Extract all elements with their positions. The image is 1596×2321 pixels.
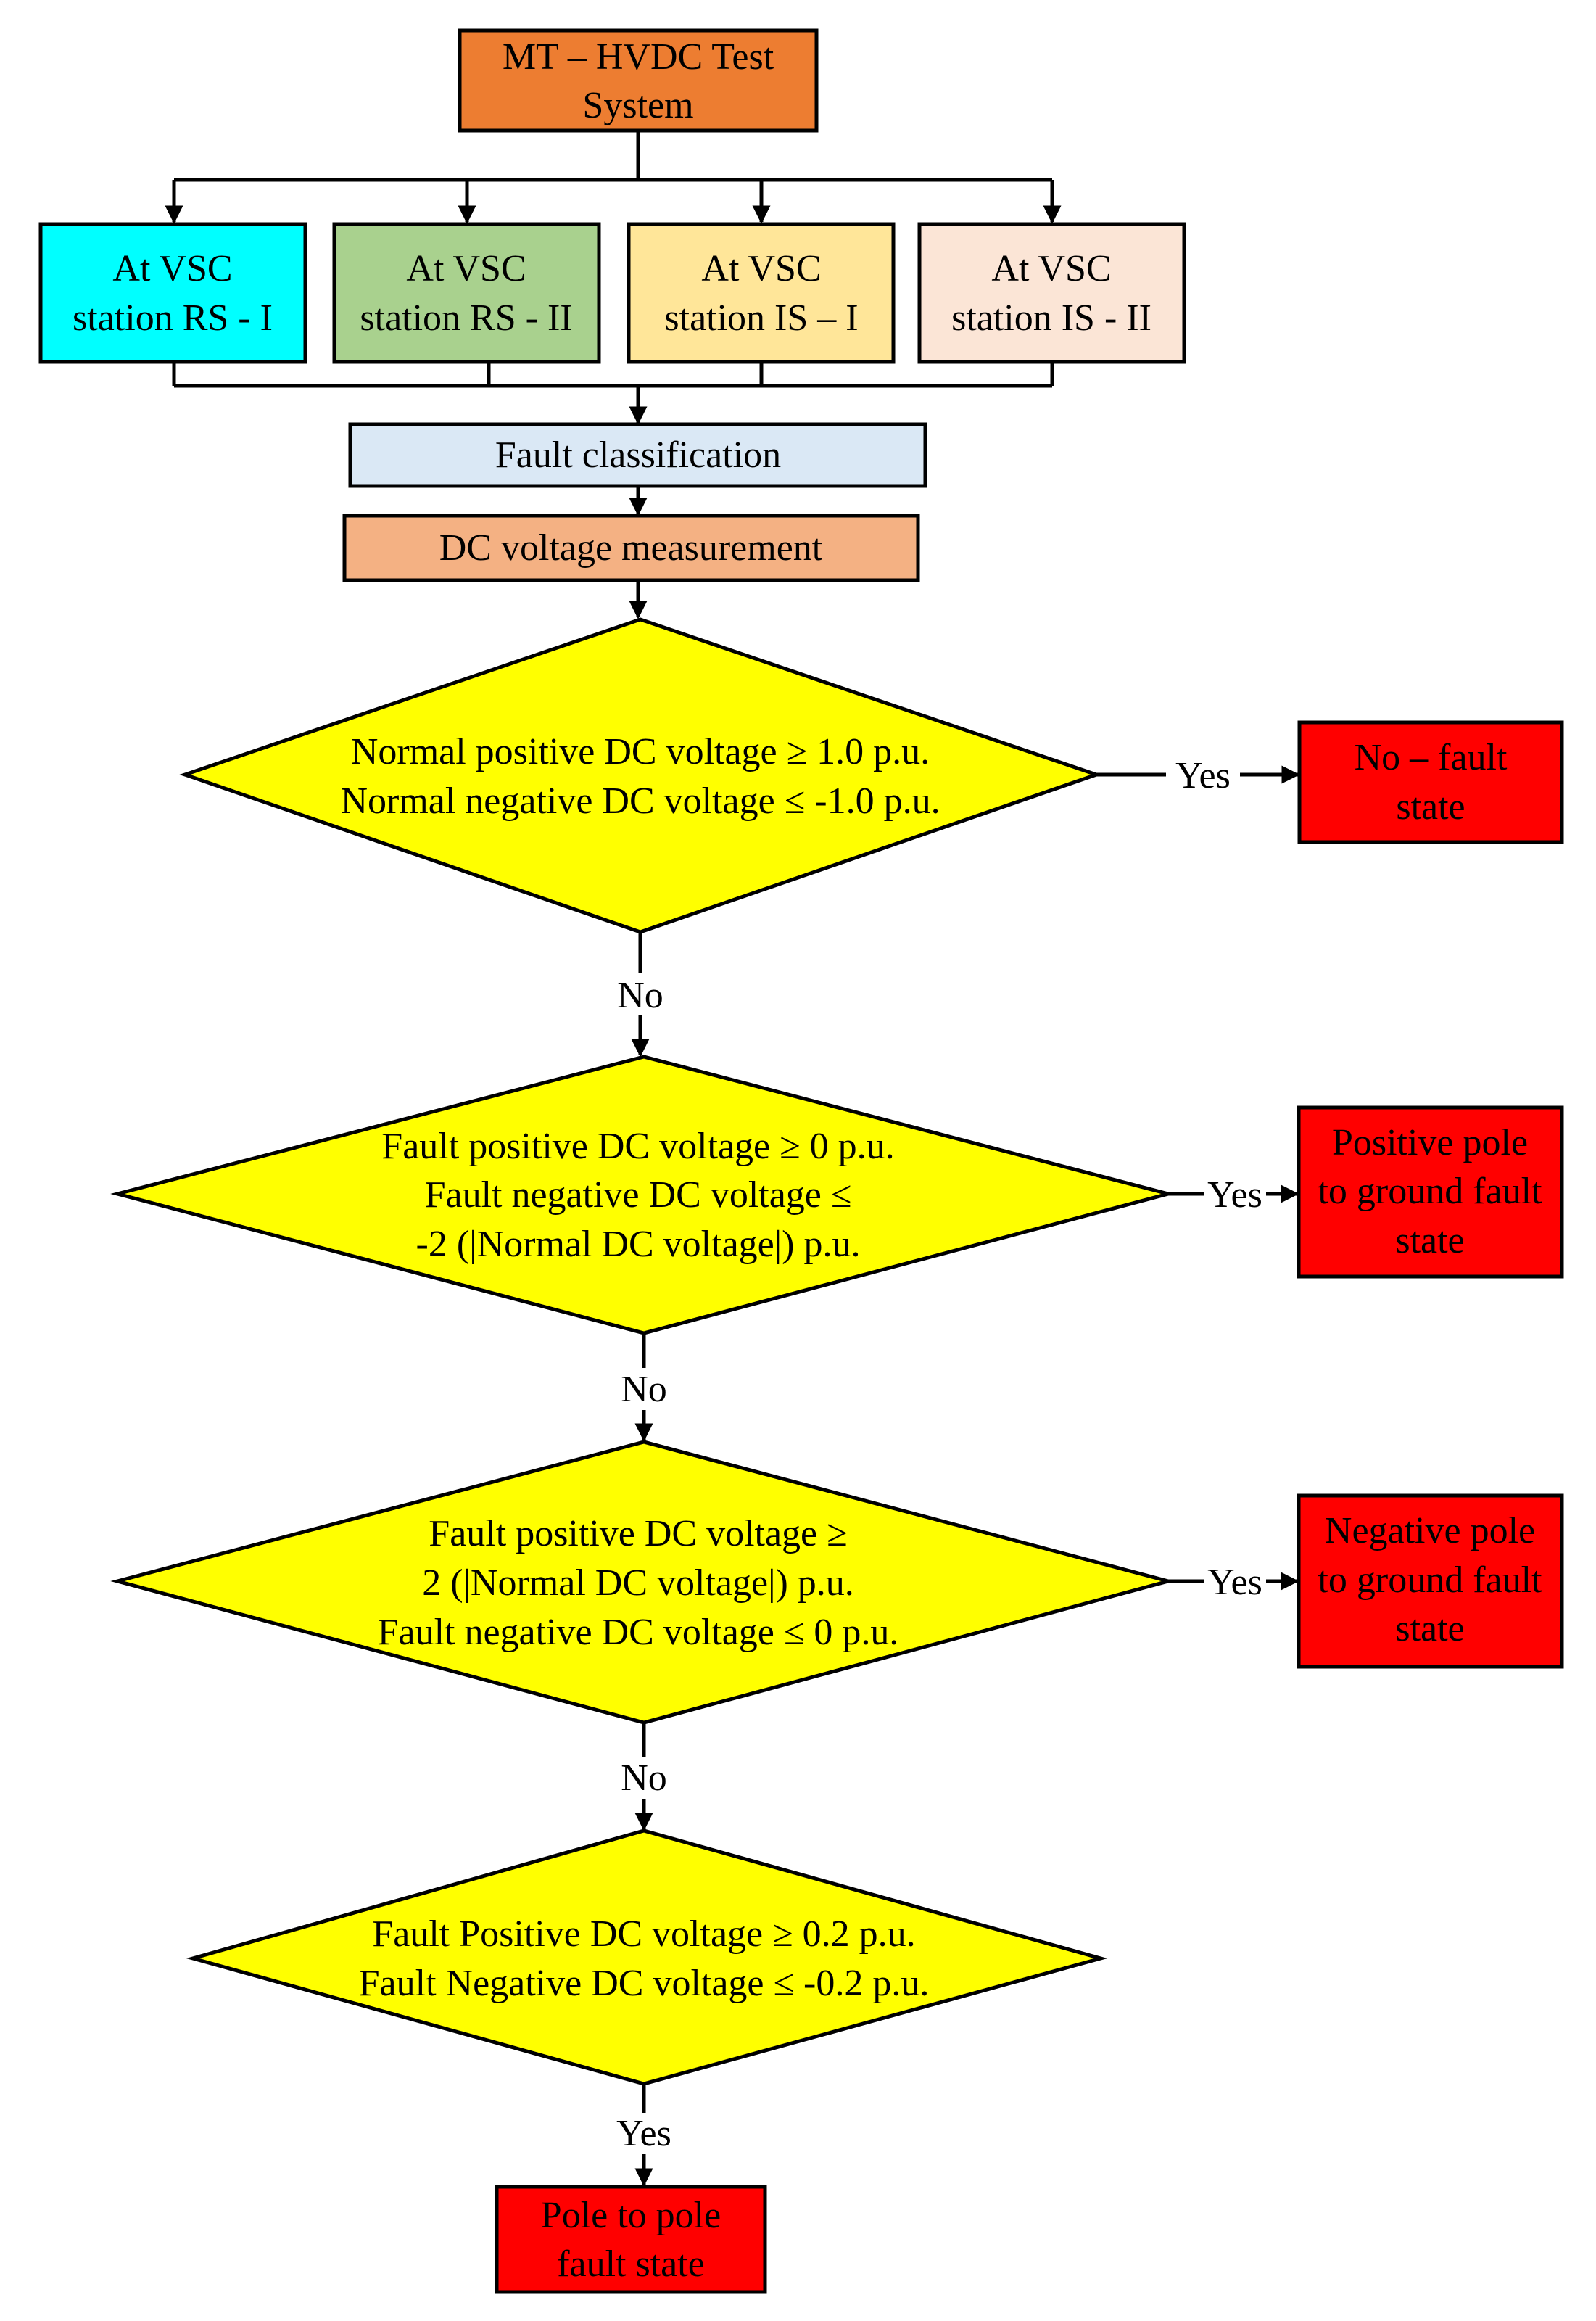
negative-pole-line-2: to ground fault: [1318, 1559, 1542, 1601]
negative-pole-line-1: Negative pole: [1325, 1510, 1535, 1551]
test-system-shape: [458, 28, 819, 133]
decision-2: Fault positive DC voltage ≥ 0 p.u. Fault…: [110, 1055, 1175, 1335]
decision-4-line-1: Fault Positive DC voltage ≥ 0.2 p.u.: [372, 1913, 915, 1955]
vsc-is1-line-1: At VSC: [701, 248, 821, 289]
decision-1-no-label: No: [617, 975, 663, 1016]
vsc-station-rs2-box: At VSC station RS - II: [332, 222, 601, 364]
pole-to-pole-fault-shape: [495, 2185, 767, 2294]
decision-3-line-3: Fault negative DC voltage ≤ 0 p.u.: [378, 1612, 899, 1653]
vsc-rs1-line-1: At VSC: [112, 248, 232, 289]
vsc-station-is2-box: At VSC station IS - II: [917, 222, 1186, 364]
decision-2-line-1: Fault positive DC voltage ≥ 0 p.u.: [381, 1126, 894, 1167]
no-fault-line-1: No – fault: [1355, 737, 1508, 778]
decision-1-line-1: Normal positive DC voltage ≥ 1.0 p.u.: [351, 731, 930, 772]
vsc-rs1-shape: [38, 222, 307, 364]
dc-measurement-box: DC voltage measurement: [342, 514, 920, 582]
no-fault-shape: [1297, 720, 1564, 844]
vsc-is2-shape: [917, 222, 1186, 364]
vsc-is2-line-1: At VSC: [991, 248, 1111, 289]
vsc-is2-line-2: station IS - II: [951, 297, 1151, 339]
negative-pole-fault-box: Negative pole to ground fault state: [1297, 1493, 1564, 1669]
decision1-shape: [179, 617, 1102, 934]
decision-1: Normal positive DC voltage ≥ 1.0 p.u. No…: [179, 617, 1102, 934]
fault-classification-label: Fault classification: [495, 434, 781, 476]
edge-labels: Yes No Yes No Yes No Yes: [616, 755, 1262, 2154]
no-fault-line-2: state: [1396, 786, 1465, 828]
positive-pole-line-2: to ground fault: [1318, 1171, 1542, 1212]
test-system-line-2: System: [582, 85, 693, 126]
decision-3-yes-label: Yes: [1207, 1562, 1262, 1603]
vsc-rs2-shape: [332, 222, 601, 364]
fault-classification-shape: [348, 422, 927, 488]
test-system-box: MT – HVDC Test System: [458, 28, 819, 133]
pole-to-pole-fault-box: Pole to pole fault state: [495, 2185, 767, 2294]
decision-1-line-2: Normal negative DC voltage ≤ -1.0 p.u.: [340, 780, 940, 822]
vsc-is1-shape: [627, 222, 896, 364]
decision-2-line-3: -2 (|Normal DC voltage|) p.u.: [416, 1224, 861, 1265]
vsc-station-rs1-box: At VSC station RS - I: [38, 222, 307, 364]
decision-4-line-2: Fault Negative DC voltage ≤ -0.2 p.u.: [359, 1963, 930, 2004]
connectors: [165, 131, 1300, 2187]
decision-3-line-1: Fault positive DC voltage ≥: [429, 1513, 847, 1554]
pole-to-pole-line-1: Pole to pole: [541, 2195, 721, 2236]
decision-4-yes-label: Yes: [616, 2113, 671, 2154]
decision-2-yes-label: Yes: [1207, 1174, 1262, 1216]
negative-pole-line-3: state: [1395, 1608, 1464, 1649]
no-fault-state-box: No – fault state: [1297, 720, 1564, 844]
decision4-shape: [186, 1829, 1108, 2086]
decision-4: Fault Positive DC voltage ≥ 0.2 p.u. Fau…: [186, 1829, 1108, 2086]
decision-3: Fault positive DC voltage ≥ 2 (|Normal D…: [110, 1440, 1175, 1725]
dc-measurement-label: DC voltage measurement: [439, 527, 823, 569]
positive-pole-fault-box: Positive pole to ground fault state: [1297, 1105, 1564, 1279]
decision-3-line-2: 2 (|Normal DC voltage|) p.u.: [422, 1562, 854, 1604]
pole-to-pole-line-2: fault state: [557, 2243, 705, 2285]
vsc-station-is1-box: At VSC station IS – I: [627, 222, 896, 364]
decision-2-no-label: No: [621, 1369, 667, 1410]
positive-pole-line-3: state: [1395, 1220, 1464, 1261]
vsc-is1-line-2: station IS – I: [664, 297, 858, 339]
decision-1-yes-label: Yes: [1175, 755, 1231, 796]
negative-pole-fault-shape: [1297, 1493, 1564, 1669]
nodes: MT – HVDC Test System At VSC station RS …: [38, 28, 1564, 2294]
dc-measurement-shape: [342, 514, 920, 582]
fault-classification-box: Fault classification: [348, 422, 927, 488]
test-system-line-1: MT – HVDC Test: [503, 36, 774, 78]
decision-2-line-2: Fault negative DC voltage ≤: [425, 1174, 852, 1216]
decision2-shape: [110, 1055, 1175, 1335]
decision-3-no-label: No: [621, 1757, 667, 1799]
vsc-rs2-line-2: station RS - II: [360, 297, 572, 339]
positive-pole-fault-shape: [1297, 1105, 1564, 1279]
vsc-rs2-line-1: At VSC: [406, 248, 526, 289]
positive-pole-line-1: Positive pole: [1332, 1122, 1528, 1163]
decision3-shape: [110, 1440, 1175, 1725]
vsc-rs1-line-2: station RS - I: [73, 297, 273, 339]
